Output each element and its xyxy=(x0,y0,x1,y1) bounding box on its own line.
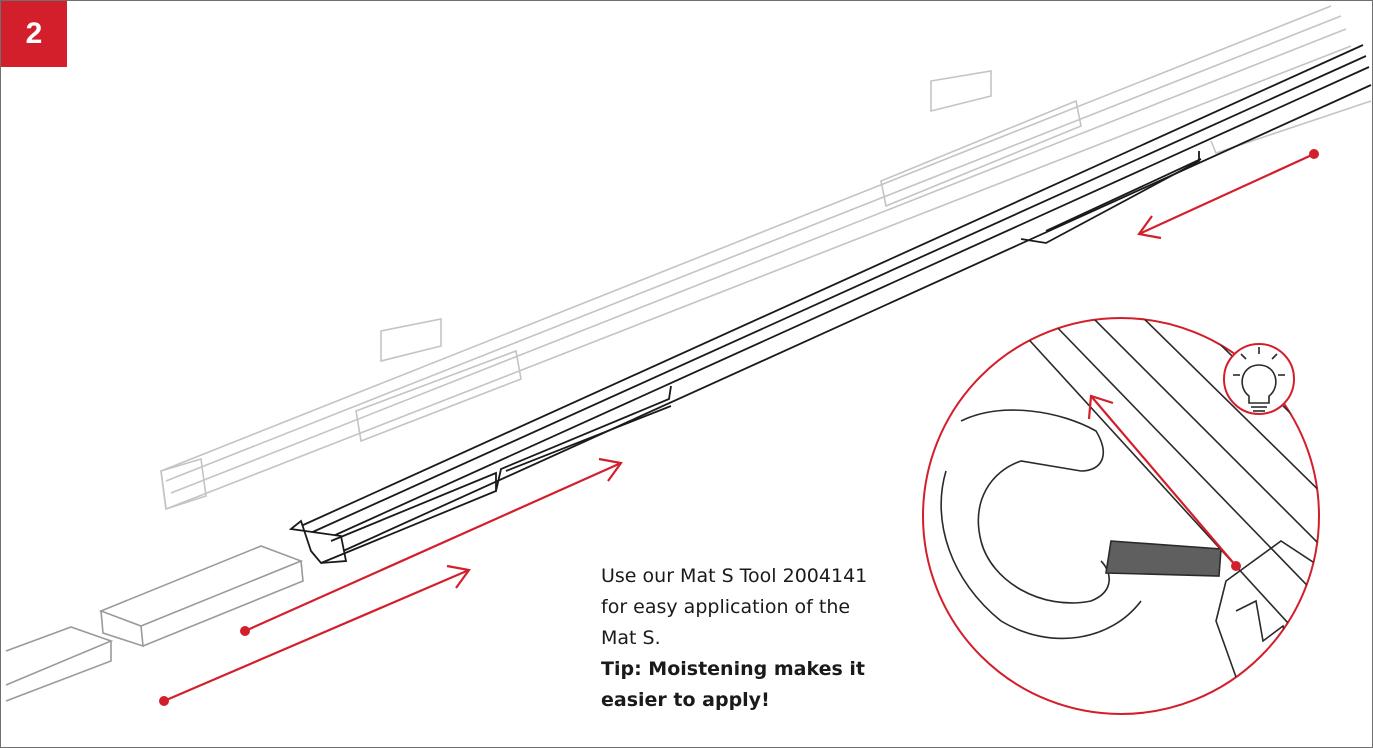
tip-line: easier to apply! xyxy=(601,689,770,711)
inset-hand xyxy=(940,470,1142,640)
faded-mat-segment xyxy=(880,99,1082,208)
arrow-up-icon xyxy=(1090,395,1237,567)
inset-rail-line xyxy=(1085,318,1319,607)
arrow-origin-dot xyxy=(240,626,250,636)
instruction-line: Mat S. xyxy=(601,627,661,649)
arrow-right-head xyxy=(598,457,623,482)
arrow-origin-dot xyxy=(159,696,169,706)
direction-arrows xyxy=(163,152,1315,703)
loose-mat-piece-side xyxy=(142,560,304,647)
faded-rail-line xyxy=(160,5,1332,472)
arrow-right-icon xyxy=(244,461,622,633)
faded-clamp xyxy=(930,70,992,113)
arrow-origin-dot xyxy=(1231,561,1241,571)
faded-mat-segment xyxy=(355,349,522,443)
inset-rail-line xyxy=(1130,318,1319,572)
arrow-left-head xyxy=(1137,215,1162,240)
faded-rail-line xyxy=(170,28,1347,494)
faded-rail-end xyxy=(160,457,207,511)
main-rail-edge xyxy=(300,44,1364,527)
loose-mat-pieces xyxy=(5,545,304,702)
instruction-line: Use our Mat S Tool 2004141 xyxy=(601,565,868,587)
step-number-badge: 2 xyxy=(1,1,67,67)
main-rail xyxy=(288,44,1372,564)
detail-inset xyxy=(922,317,1320,715)
main-mat-segment xyxy=(320,471,497,564)
faded-rail-line xyxy=(165,15,1342,482)
inset-hand xyxy=(960,409,1110,604)
instruction-caption: Use our Mat S Tool 2004141 for easy appl… xyxy=(601,561,931,716)
faded-mat-segment xyxy=(1210,100,1372,154)
step-number: 2 xyxy=(25,17,43,50)
main-mat-segment xyxy=(1045,158,1202,232)
loose-mat-piece-side xyxy=(100,610,144,648)
loose-mat-piece-side xyxy=(5,641,112,702)
lightbulb-icon xyxy=(1223,343,1295,415)
main-rail-edge xyxy=(310,66,1370,547)
arrow-origin-dots xyxy=(159,149,1319,706)
loose-mat-piece xyxy=(98,545,304,627)
inset-rail-line xyxy=(1020,330,1319,682)
main-mat-segment xyxy=(495,385,672,492)
faded-rail-line xyxy=(165,45,1352,510)
mat-s-tool xyxy=(1105,540,1222,577)
instruction-line: for easy application of the xyxy=(601,596,851,618)
arrow-origin-dot xyxy=(1309,149,1319,159)
loose-mat-piece xyxy=(5,626,114,686)
arrow-left-icon xyxy=(1138,152,1315,236)
arrow-right-icon xyxy=(163,568,470,703)
arrow-up-head xyxy=(1087,394,1114,420)
faded-rail-group xyxy=(160,5,1372,511)
tip-line: Tip: Moistening makes it xyxy=(601,658,865,680)
inset-rail-profile xyxy=(1215,540,1319,693)
faded-clamp xyxy=(380,318,442,363)
main-mat-segment xyxy=(1020,151,1200,244)
detail-inset-border xyxy=(922,317,1320,715)
arrow-right-head xyxy=(446,564,471,589)
main-mat-segment xyxy=(505,405,672,472)
main-rail-edge xyxy=(305,55,1367,536)
